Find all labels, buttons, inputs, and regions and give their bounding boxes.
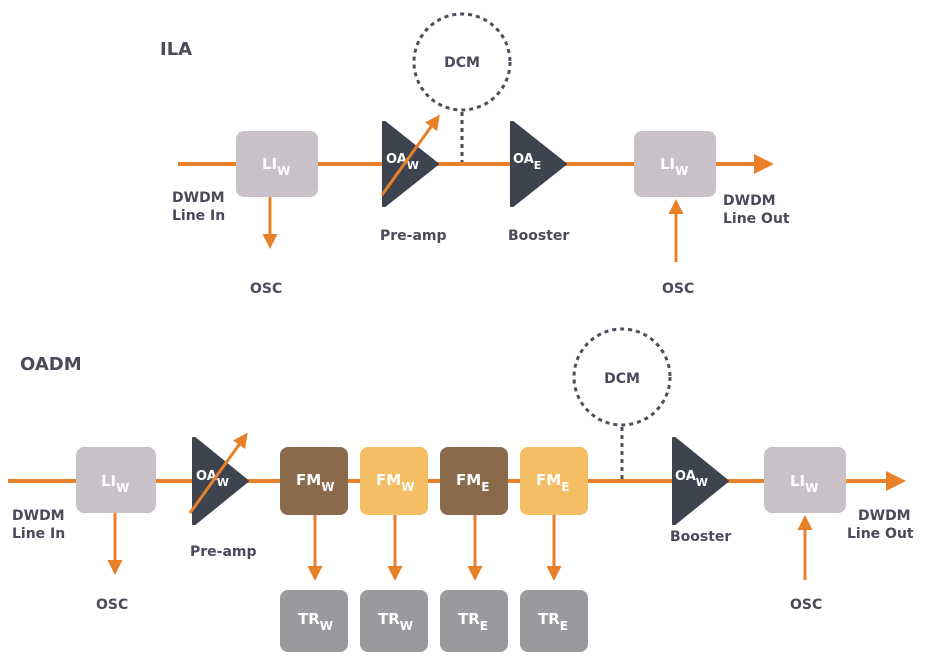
ila-li-out-sub: W (675, 164, 688, 178)
svg-text:OAW: OAW (675, 469, 708, 489)
oadm-tr-4-sub: E (560, 619, 568, 633)
svg-text:OAW: OAW (386, 152, 419, 172)
ila-booster-triangle: OAE (510, 121, 567, 207)
oadm-booster-label: Booster (670, 529, 731, 545)
ila-preamp-variable-arrow (380, 114, 440, 196)
ila-booster-main: OA (513, 152, 534, 167)
oadm-fm-3-main: FM (456, 471, 481, 489)
svg-text:OAW: OAW (196, 469, 229, 489)
ila-osc-left: OSC (250, 281, 282, 297)
oadm-booster-triangle: OAW (672, 437, 729, 525)
oadm-tr-box-1: TRW (280, 590, 348, 652)
oadm-dcm-label: DCM (604, 371, 640, 387)
svg-text:FME: FME (456, 471, 489, 494)
ila-li-in-sub: W (277, 164, 290, 178)
svg-text:FMW: FMW (376, 471, 414, 494)
oadm-fm-4-sub: E (561, 480, 569, 494)
oadm-preamp-variable-arrow (188, 432, 248, 514)
oadm-line-out-1: DWDM (858, 508, 911, 524)
ila-preamp-label: Pre-amp (380, 228, 447, 244)
ila-li-out-main: LI (660, 155, 675, 173)
oadm-tr-1-sub: W (320, 619, 333, 633)
oadm-line-in-1: DWDM (12, 508, 65, 524)
oadm-preamp-label: Pre-amp (190, 544, 257, 560)
oadm-li-out-box: LIW (764, 447, 846, 513)
oadm-fm-2-main: FM (376, 471, 401, 489)
oadm-title: OADM (20, 354, 82, 375)
oadm-tr-4-main: TR (538, 610, 560, 628)
svg-text:FMW: FMW (296, 471, 334, 494)
ila-line-out-1: DWDM (723, 193, 776, 209)
oadm-fm-box-3: FME (440, 447, 508, 515)
oadm-booster-sub: W (696, 476, 708, 489)
ila-line-out-2: Line Out (723, 211, 790, 227)
oadm-preamp-triangle: OAW (192, 437, 249, 525)
oadm-fm-1-sub: W (321, 480, 334, 494)
oadm-fm-box-4: FME (520, 447, 588, 515)
svg-text:TRE: TRE (538, 610, 568, 633)
oadm-li-in-box: LIW (76, 447, 156, 513)
oadm-tr-2-sub: W (400, 619, 413, 633)
ila-li-out-box: LIW (634, 131, 716, 197)
ila-booster-label: Booster (508, 228, 569, 244)
svg-text:LIW: LIW (660, 155, 688, 178)
ila-line-in-1: DWDM (172, 190, 225, 206)
ila-li-in-box: LIW (236, 131, 318, 197)
svg-text:TRW: TRW (378, 610, 413, 633)
ila-booster-sub: E (534, 159, 542, 172)
oadm-li-out-main: LI (790, 472, 805, 490)
ila-preamp-main: OA (386, 152, 407, 167)
ila-line-in-2: Line In (172, 208, 225, 224)
oadm-tr-3-main: TR (458, 610, 480, 628)
oadm-fm-box-1: FMW (280, 447, 348, 515)
ila-osc-right: OSC (662, 281, 694, 297)
ila-preamp-triangle: OAW (382, 121, 439, 207)
oadm-li-in-sub: W (116, 481, 129, 495)
ila-dcm-circle (412, 12, 512, 112)
svg-text:FME: FME (536, 471, 569, 494)
oadm-li-in-main: LI (101, 472, 116, 490)
ila-title: ILA (160, 39, 192, 60)
oadm-fm-1-main: FM (296, 471, 321, 489)
svg-text:LIW: LIW (790, 472, 818, 495)
oadm-line-out-2: Line Out (847, 526, 914, 542)
oadm-fm-box-2: FMW (360, 447, 428, 515)
oadm-fm-2-sub: W (401, 480, 414, 494)
oadm-tr-box-4: TRE (520, 590, 588, 652)
oadm-booster-main: OA (675, 469, 696, 484)
oadm-preamp-main: OA (196, 469, 217, 484)
oadm-line-in-2: Line In (12, 526, 65, 542)
oadm-tr-box-3: TRE (440, 590, 508, 652)
oadm-li-out-sub: W (805, 481, 818, 495)
oadm-fm-3-sub: E (481, 480, 489, 494)
oadm-dcm-circle (572, 327, 672, 427)
oadm-tr-1-main: TR (298, 610, 320, 628)
ila-li-in-main: LI (262, 155, 277, 173)
oadm-preamp-sub: W (217, 476, 229, 489)
svg-text:LIW: LIW (101, 472, 129, 495)
ila-dcm-label: DCM (444, 55, 480, 71)
oadm-tr-box-2: TRW (360, 590, 428, 652)
oadm-osc-left: OSC (96, 597, 128, 613)
svg-text:OAE: OAE (513, 152, 541, 172)
svg-text:TRE: TRE (458, 610, 488, 633)
oadm-tr-2-main: TR (378, 610, 400, 628)
oadm-osc-right: OSC (790, 597, 822, 613)
ila-preamp-sub: W (407, 159, 419, 172)
svg-text:TRW: TRW (298, 610, 333, 633)
oadm-fm-4-main: FM (536, 471, 561, 489)
oadm-tr-3-sub: E (480, 619, 488, 633)
svg-text:LIW: LIW (262, 155, 290, 178)
